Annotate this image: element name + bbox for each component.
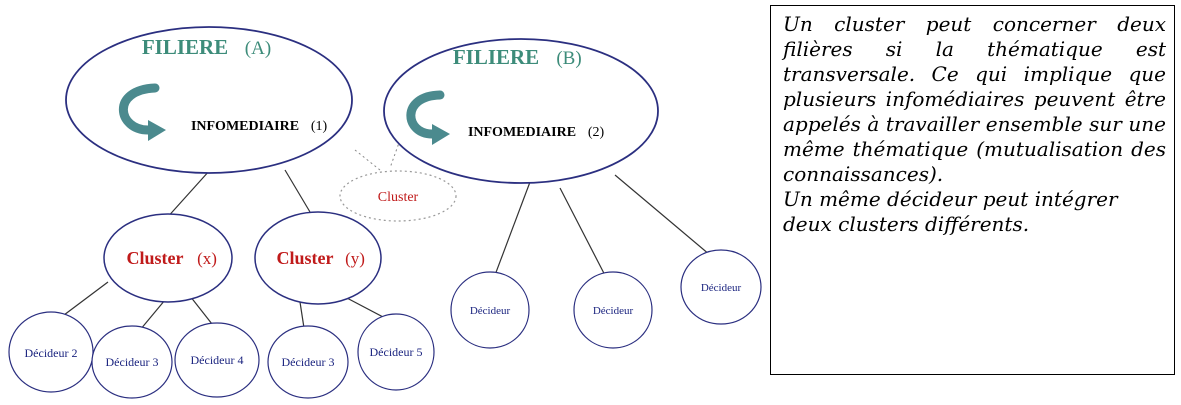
decideur-label: Décideur 5 [370,345,423,359]
filiere-b-node: FILIERE (B) INFOMEDIAIRE (2) [383,38,659,184]
infomediaire-2-label: INFOMEDIAIRE [468,125,576,140]
decideur-node: Décideur 2 [8,311,94,393]
connector-cluster-x-decideur-2 [59,281,109,319]
cluster-y-code: (y) [345,249,365,268]
explanation-text-box: Un cluster peut concerner deux filières … [770,5,1175,375]
connector-cluster-x-decideur-4 [189,295,213,325]
connector-filiere-a-cluster-y [284,169,311,213]
decideur-label: Décideur 3 [282,355,335,369]
cluster-y-node: Cluster (y) [254,211,382,305]
dotted-links [354,139,401,171]
explanation-paragraph-2: Un même décideur peut intégrer deux clus… [783,187,1118,236]
decideur-label: Décideur 2 [25,346,78,360]
connector-filiere-b-decideur-2 [559,187,611,286]
decideur-label: Décideur [701,282,742,294]
dashed-cluster-label: Cluster [378,190,419,205]
cluster-x-node: Cluster (x) [103,213,233,303]
decideur-label: Décideur 4 [191,353,244,367]
infomediaire-1-label: INFOMEDIAIRE [191,119,299,134]
decideur-node: Décideur 5 [357,313,435,391]
connector-cluster-y-decideur-3 [299,301,305,329]
decideur-label: Décideur [470,305,511,317]
connectors [59,169,711,331]
explanation-paragraph-1: Un cluster peut concerner deux filières … [783,12,1166,186]
filiere-a-node: FILIERE (A) INFOMEDIAIRE (1) [65,26,353,174]
filiere-b-title: FILIERE [453,45,539,69]
infomediaire-1-number: (1) [311,119,328,134]
cluster-y-label: Cluster [277,248,334,268]
decideur-node: Décideur 3 [91,325,173,399]
connector-cluster-y-decideur-5 [344,296,386,319]
curved-arrow-icon [119,83,166,141]
cluster-x-label: Cluster [127,248,184,268]
decideur-node: Décideur [450,271,530,349]
decideur-node: Décideur 3 [267,325,349,399]
decideur-label: Décideur 3 [106,355,159,369]
decideur-node: Décideur [573,271,653,349]
decideur-node: Décideur [680,249,762,325]
connector-filiere-b-decideur-3 [614,174,711,256]
decideur-label: Décideur [593,305,634,317]
connector-filiere-b-decideur-1 [491,181,531,284]
curved-arrow-icon [406,90,450,145]
decideur-node: Décideur 4 [174,322,260,398]
dashed-cluster-ellipse [339,170,457,222]
infomediaire-2-number: (2) [588,125,605,140]
connector-filiere-a-cluster-x [164,169,211,221]
filiere-a-code: (A) [245,38,271,59]
cluster-x-code: (x) [197,249,217,268]
filiere-b-code: (B) [556,48,581,69]
filiere-a-title: FILIERE [142,35,228,59]
connector-cluster-x-decideur-3 [139,299,166,331]
